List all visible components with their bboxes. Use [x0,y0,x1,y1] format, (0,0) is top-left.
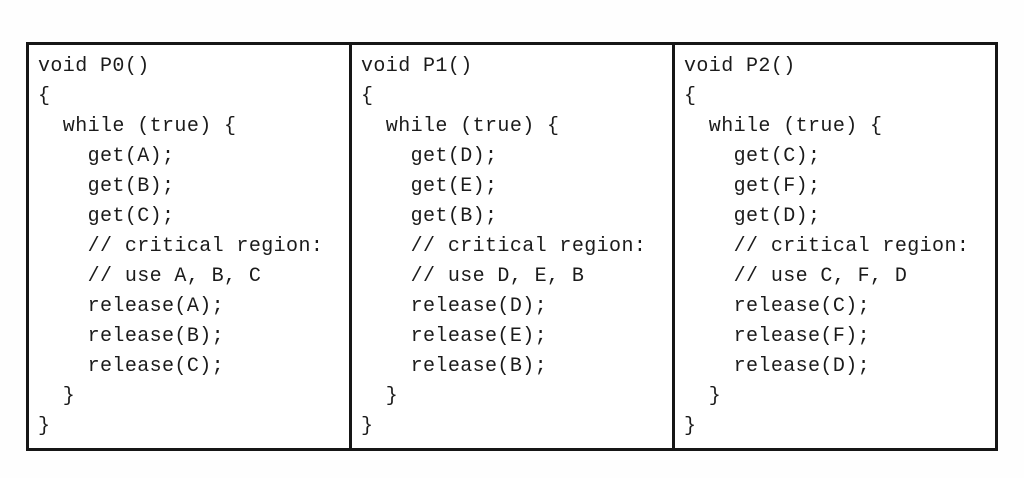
code-panel-p1: void P1() { while (true) { get(D); get(E… [349,45,672,448]
code-block-p2: void P2() { while (true) { get(C); get(F… [684,55,970,438]
code-figure-table: void P0() { while (true) { get(A); get(B… [26,42,998,451]
code-block-p0: void P0() { while (true) { get(A); get(B… [38,55,324,438]
code-panel-p2: void P2() { while (true) { get(C); get(F… [672,45,995,448]
code-panel-p0: void P0() { while (true) { get(A); get(B… [29,45,349,448]
code-block-p1: void P1() { while (true) { get(D); get(E… [361,55,647,438]
